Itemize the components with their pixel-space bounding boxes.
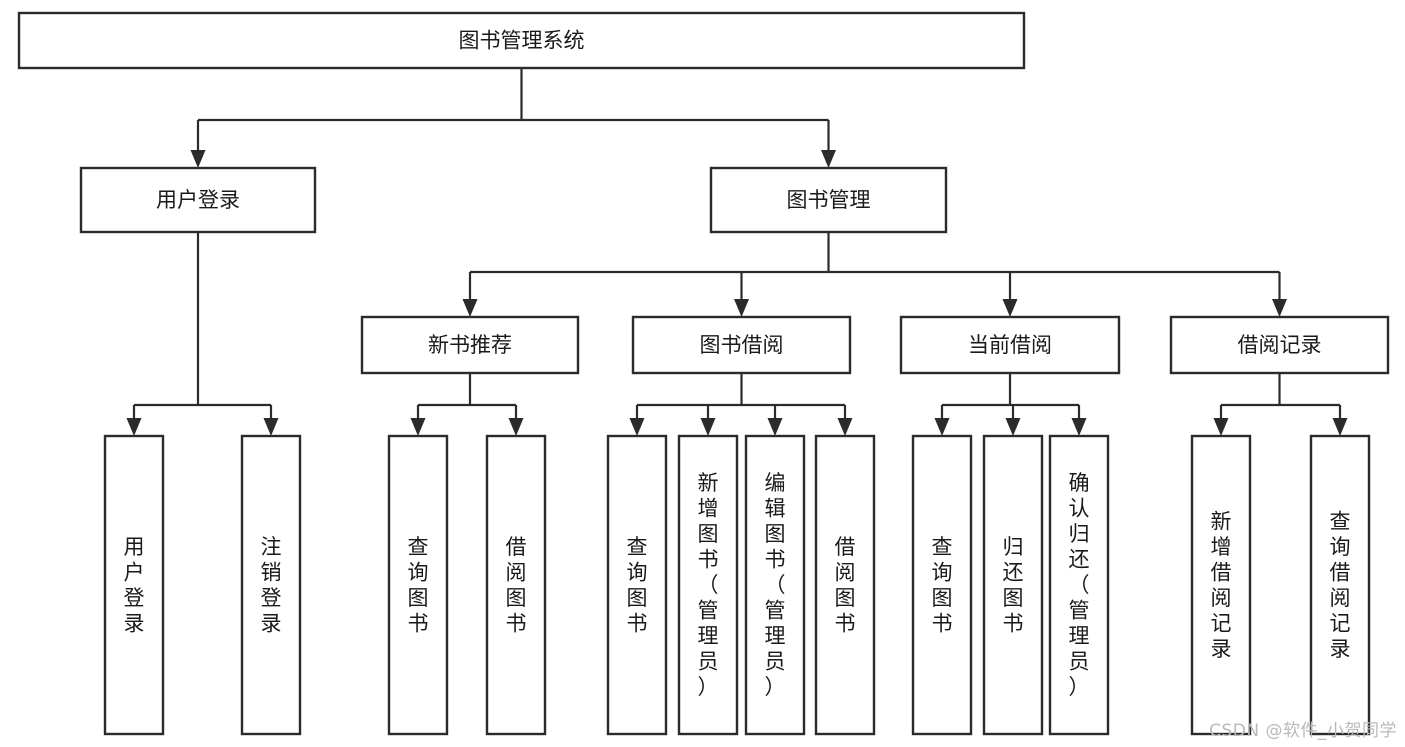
node-new-book-rec[interactable]: 新书推荐 (360, 315, 580, 375)
node-label: 查询图书 (932, 535, 953, 636)
edge-to-leaf-add-record-arrow-icon (1213, 418, 1229, 436)
node-label: 图书管理 (787, 188, 871, 212)
edge-to-leaf-borrow-book-2-arrow-icon (837, 418, 853, 436)
node-box (1169, 315, 1390, 375)
node-leaf-add-record[interactable]: 新增借阅记录 (1190, 434, 1252, 736)
node-label: 编辑图书（管理员） (765, 471, 786, 699)
node-box (17, 11, 1026, 70)
edge-to-leaf-confirm-return-arrow-icon (1071, 418, 1087, 436)
watermark-text: CSDN @软件_小贺同学 (1209, 721, 1397, 741)
node-root[interactable]: 图书管理系统 (17, 11, 1026, 70)
node-leaf-query-book-3[interactable]: 查询图书 (911, 434, 973, 736)
node-box (631, 315, 852, 375)
node-leaf-query-book-1[interactable]: 查询图书 (387, 434, 449, 736)
node-box (387, 434, 449, 736)
edge-to-leaf-query-book-3-arrow-icon (934, 418, 950, 436)
edge-to-borrow-record-arrow-icon (1272, 299, 1287, 317)
node-box (79, 166, 317, 234)
node-box (814, 434, 876, 736)
node-leaf-query-book-2[interactable]: 查询图书 (606, 434, 668, 736)
node-leaf-add-book[interactable]: 新增图书（管理员） (677, 434, 739, 736)
node-label: 当前借阅 (968, 333, 1052, 357)
node-box (360, 315, 580, 375)
node-box (709, 166, 948, 234)
edge-to-leaf-query-book-2-arrow-icon (629, 418, 645, 436)
edge-to-book-manage-arrow-icon (821, 150, 836, 168)
node-layer: 图书管理系统用户登录图书管理新书推荐图书借阅当前借阅借阅记录用户登录注销登录查询… (17, 11, 1390, 736)
node-label: 新书推荐 (428, 333, 512, 357)
node-box (744, 434, 806, 736)
node-borrow-record[interactable]: 借阅记录 (1169, 315, 1390, 375)
node-book-borrow[interactable]: 图书借阅 (631, 315, 852, 375)
edge-to-new-book-rec-arrow-icon (462, 299, 478, 317)
node-label: 查询借阅记录 (1330, 509, 1351, 661)
node-box (103, 434, 165, 736)
node-label: 借阅记录 (1238, 333, 1322, 357)
edge-to-leaf-return-book-arrow-icon (1005, 418, 1021, 436)
edge-to-leaf-logout-arrow-icon (263, 418, 279, 436)
node-box (899, 315, 1121, 375)
node-label: 用户登录 (124, 535, 145, 636)
node-current-borrow[interactable]: 当前借阅 (899, 315, 1121, 375)
node-book-manage[interactable]: 图书管理 (709, 166, 948, 234)
node-leaf-user-login[interactable]: 用户登录 (103, 434, 165, 736)
node-label: 查询图书 (627, 535, 648, 636)
node-box (485, 434, 547, 736)
node-leaf-edit-book[interactable]: 编辑图书（管理员） (744, 434, 806, 736)
node-label: 图书借阅 (700, 333, 784, 357)
edge-to-user-login-arrow-icon (190, 150, 206, 168)
edge-to-leaf-user-login-arrow-icon (126, 418, 142, 436)
edge-to-book-borrow-arrow-icon (734, 299, 749, 317)
node-leaf-return-book[interactable]: 归还图书 (982, 434, 1044, 736)
node-label: 图书管理系统 (459, 29, 585, 53)
node-user-login[interactable]: 用户登录 (79, 166, 317, 234)
node-box (240, 434, 302, 736)
node-box (677, 434, 739, 736)
node-label: 新增借阅记录 (1211, 509, 1232, 661)
node-leaf-query-record[interactable]: 查询借阅记录 (1309, 434, 1371, 736)
node-box (1048, 434, 1110, 736)
node-box (1309, 434, 1371, 736)
node-leaf-logout[interactable]: 注销登录 (240, 434, 302, 736)
edge-to-current-borrow-arrow-icon (1002, 299, 1018, 317)
edge-to-leaf-borrow-book-1-arrow-icon (508, 418, 524, 436)
node-label: 确认归还（管理员） (1069, 471, 1090, 699)
node-label: 借阅图书 (835, 535, 856, 636)
node-label: 查询图书 (408, 535, 429, 636)
node-leaf-borrow-book-1[interactable]: 借阅图书 (485, 434, 547, 736)
node-label: 借阅图书 (506, 535, 527, 636)
node-label: 归还图书 (1003, 535, 1024, 636)
node-box (606, 434, 668, 736)
node-box (911, 434, 973, 736)
edge-to-leaf-query-record-arrow-icon (1332, 418, 1348, 436)
edge-to-leaf-query-book-1-arrow-icon (410, 418, 426, 436)
connector-layer (126, 68, 1348, 436)
node-leaf-borrow-book-2[interactable]: 借阅图书 (814, 434, 876, 736)
node-box (1190, 434, 1252, 736)
edge-to-leaf-edit-book-arrow-icon (767, 418, 783, 436)
edge-to-leaf-add-book-arrow-icon (700, 418, 716, 436)
node-label: 用户登录 (156, 188, 240, 212)
node-leaf-confirm-return[interactable]: 确认归还（管理员） (1048, 434, 1110, 736)
node-box (982, 434, 1044, 736)
node-label: 新增图书（管理员） (698, 471, 719, 699)
node-label: 注销登录 (261, 535, 282, 636)
